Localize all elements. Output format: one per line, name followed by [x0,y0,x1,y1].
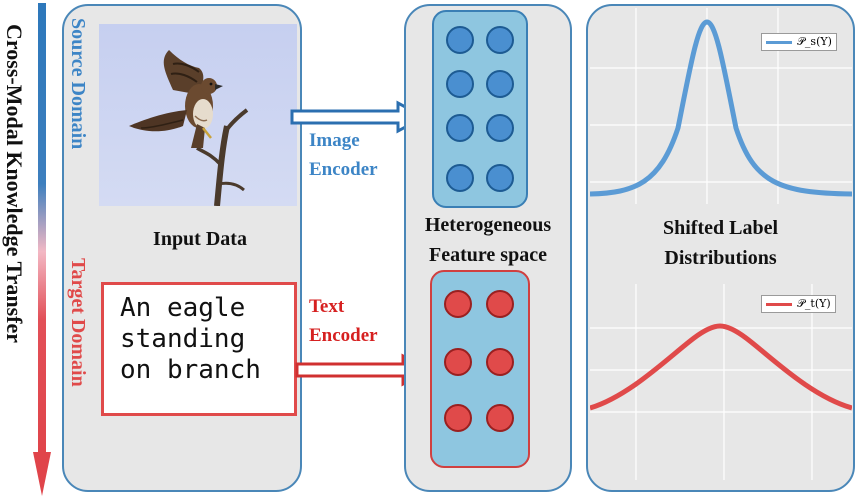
target-distribution-legend: 𝒫_t(Y) [761,295,836,313]
text-sample-line-2: standing [120,324,246,354]
target-distribution-plot [590,284,852,480]
cross-modal-axis: Cross-Modal Knowledge Transfer [0,0,60,500]
source-distribution-curve [590,19,852,197]
image-feature-dot [486,164,514,192]
feature-space-caption-line-1: Heterogeneous [424,214,552,236]
text-sample-line-3: on branch [120,355,261,385]
input-data-caption: Input Data [153,228,247,250]
text-encoder-label-line-1: Text [309,296,345,317]
text-feature-dot [444,290,472,318]
image-encoder-label-line-2: Encoder [309,159,378,180]
feature-space-caption: Heterogeneous Feature space [404,210,572,270]
text-sample-box: An eagle standing on branch [101,282,297,416]
target-legend-swatch [766,302,792,306]
axis-label: Cross-Modal Knowledge Transfer [2,24,27,343]
text-feature-dot [486,404,514,432]
source-distribution-legend: 𝒫_s(Y) [761,33,837,51]
image-feature-dot [486,114,514,142]
image-feature-column [432,10,528,208]
text-sample-line-1: An eagle [120,293,246,323]
feature-space-caption-line-2: Feature space [429,244,547,266]
image-feature-dot [446,26,474,54]
image-feature-dot [486,70,514,98]
distribution-caption: Shifted Label Distributions [586,213,855,273]
text-feature-dot [486,348,514,376]
label-distribution-panel [586,4,855,492]
image-encoder-label-line-1: Image [309,130,360,151]
text-feature-dot [444,404,472,432]
source-legend-swatch [766,40,792,44]
source-distribution-plot [590,8,852,204]
text-feature-dot [486,290,514,318]
image-encoder-label: Image Encoder [309,126,378,184]
target-distribution-curve [590,323,852,411]
target-legend-label: 𝒫_t(Y) [797,297,831,310]
distribution-caption-line-2: Distributions [664,247,777,269]
text-encoder-label-line-2: Encoder [309,325,378,346]
gradient-down-arrow-icon [33,3,51,496]
image-feature-dot [486,26,514,54]
target-domain-label: Target Domain [67,258,89,387]
text-feature-column [430,270,530,468]
image-feature-dot [446,114,474,142]
image-feature-dot [446,70,474,98]
eagle-photo-image [99,24,297,206]
source-legend-label: 𝒫_s(Y) [797,35,832,48]
text-encoder-label: Text Encoder [309,292,378,350]
source-domain-label: Source Domain [67,18,89,150]
text-feature-dot [444,348,472,376]
image-feature-dot [446,164,474,192]
distribution-caption-line-1: Shifted Label [662,217,779,239]
